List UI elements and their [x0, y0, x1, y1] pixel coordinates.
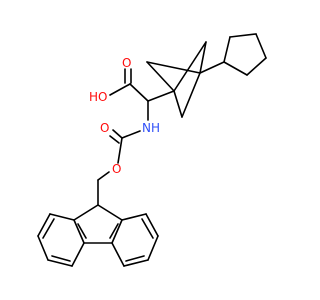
hydroxyl-label: HO [89, 90, 107, 104]
structure-canvas: O HO NH O O [37, 33, 267, 267]
carboxylic-acid-group [109, 68, 175, 102]
cyclopentyl-ring [199, 33, 267, 76]
fluorene-ring-system [37, 204, 159, 267]
carbamate-carbonyl-oxygen-label: O [100, 121, 109, 135]
molecule-drawing: O HO NH O O [37, 33, 267, 267]
ester-oxygen-label: O [112, 162, 121, 176]
bicyclopentane-cage [146, 41, 207, 118]
amine-label: NH [142, 121, 160, 135]
carbamate-group [97, 100, 149, 206]
acid-carbonyl-oxygen-label: O [122, 56, 131, 70]
atom-labels: O HO NH O O [89, 56, 160, 176]
